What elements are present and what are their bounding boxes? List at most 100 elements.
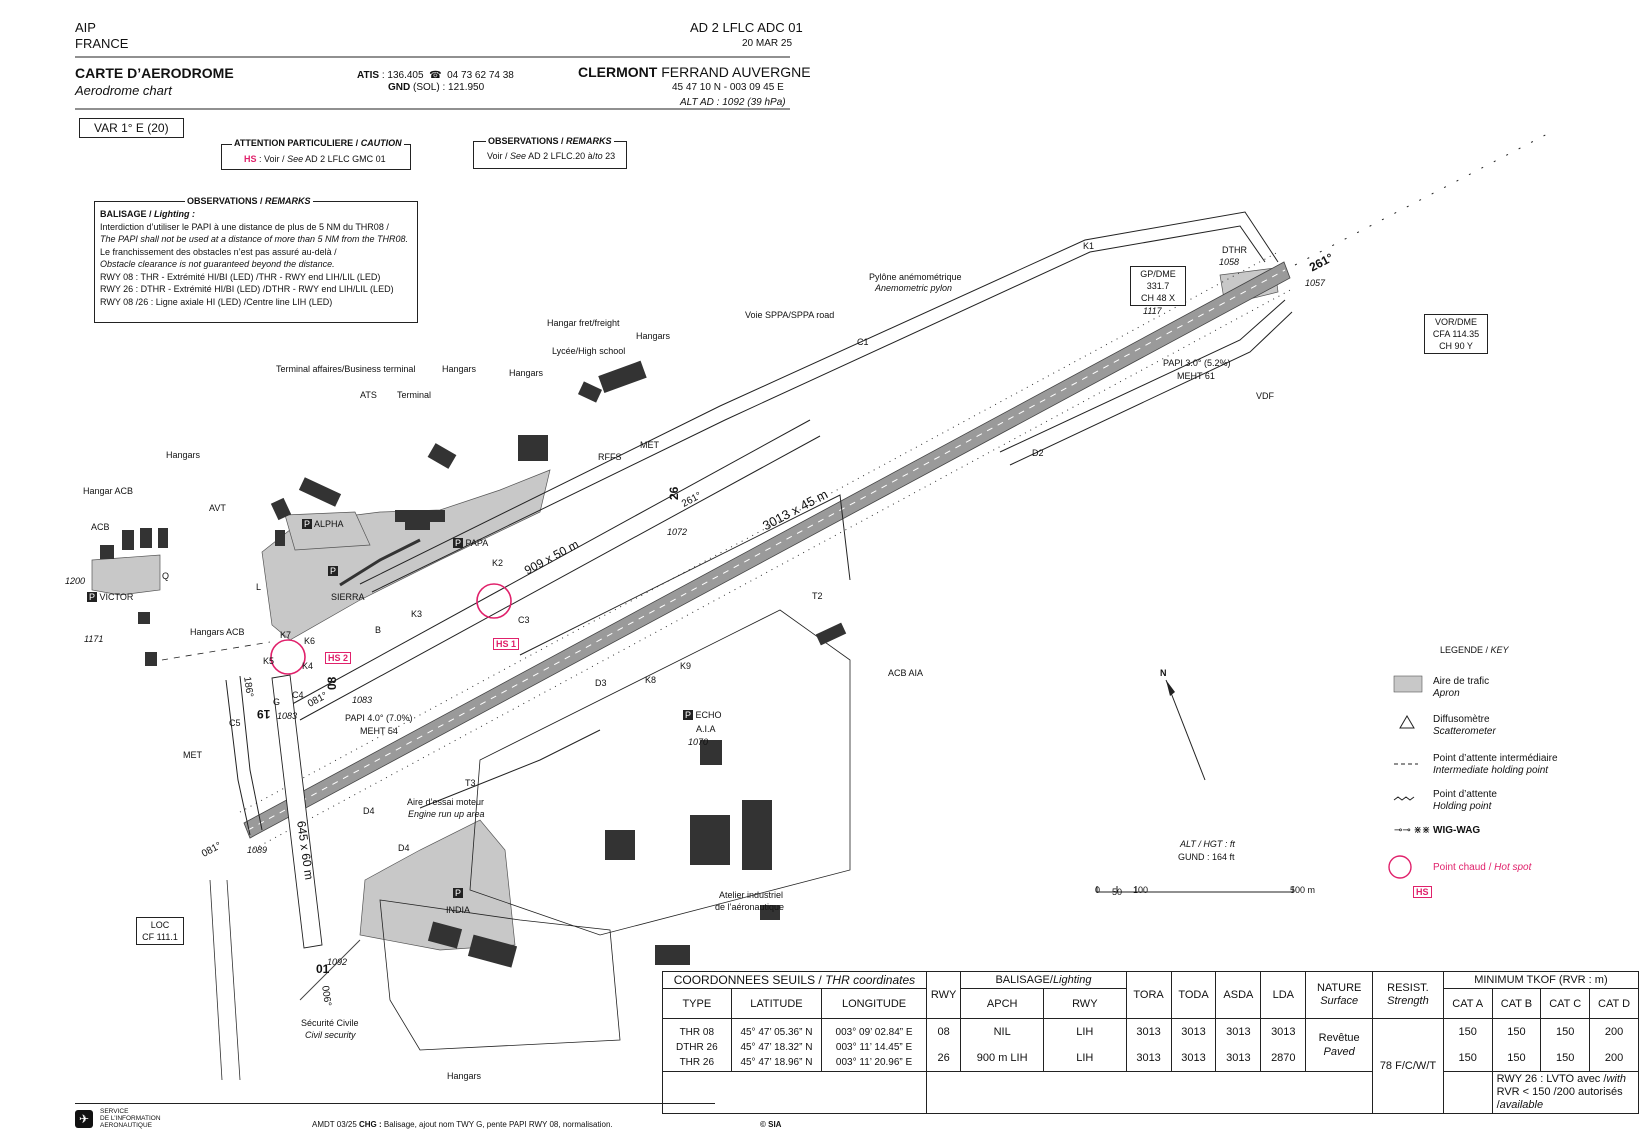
building xyxy=(122,530,134,550)
building xyxy=(598,360,647,393)
label-twy-l: L xyxy=(256,582,262,592)
atis-label: ATIS xyxy=(357,70,380,81)
th-rwy: RWY xyxy=(925,971,962,1019)
cell-rwyl: LIH xyxy=(1043,1018,1127,1045)
building xyxy=(298,477,342,507)
cell-cat-d: 200 xyxy=(1589,1018,1639,1045)
cell-cat-c: 150 xyxy=(1540,1018,1591,1045)
legend-fr: Point d’attente intermédiaire xyxy=(1433,753,1558,764)
building xyxy=(700,740,722,765)
label-k4: K4 xyxy=(302,661,314,671)
taxiway-t2 xyxy=(519,494,851,656)
taxiway-t3 xyxy=(419,729,601,809)
th-nature-en: Surface xyxy=(1320,995,1359,1007)
cell-nature: Revêtue Paved xyxy=(1305,1018,1374,1072)
chart-title-en: Aerodrome chart xyxy=(75,83,172,98)
cell-rwy: 26 xyxy=(925,1045,962,1072)
parking-icon: P xyxy=(453,538,464,548)
label-india: INDIA xyxy=(446,905,471,915)
cell-tora: 3013 xyxy=(1125,1045,1172,1072)
country-label: FRANCE xyxy=(75,36,129,51)
cell-thr-lats: 45° 47’ 05.36” N 45° 47’ 18.32” N 45° 47… xyxy=(730,1018,823,1072)
remarks-text-e: 23 xyxy=(605,151,616,161)
elev-1171: 1171 xyxy=(84,634,104,644)
th-nature: NATURE Surface xyxy=(1305,971,1374,1019)
echo-text: ECHO xyxy=(695,710,722,720)
elev-1057: 1057 xyxy=(1305,278,1326,288)
building xyxy=(467,934,518,968)
building xyxy=(138,612,150,624)
cell-thr-types: THR 08 DTHR 26 THR 26 xyxy=(662,1018,732,1072)
lighting-box-title-fr: OBSERVATIONS / xyxy=(187,196,263,206)
caution-hs: HS xyxy=(244,154,257,164)
vor-dme-box: VOR/DME CFA 114.35 CH 90 Y xyxy=(1424,314,1488,354)
building xyxy=(815,622,847,646)
th-toda: TODA xyxy=(1170,971,1217,1019)
label-papa: P PAPA xyxy=(453,538,488,548)
hotspot-hs2-circle xyxy=(270,639,306,675)
cell-cat-a: 150 xyxy=(1442,1045,1493,1072)
lighting-line: RWY 08 /26 : Ligne axiale HI (LED) /Cent… xyxy=(100,296,333,307)
perimeter-road xyxy=(359,211,1279,585)
chart-title-fr: CARTE D’AERODROME xyxy=(75,65,234,81)
cell-cat-b: 150 xyxy=(1491,1045,1542,1072)
chart-ref: AD 2 LFLC ADC 01 xyxy=(690,20,803,35)
legend-fr: Point d’attente xyxy=(1433,789,1497,800)
building xyxy=(655,945,690,965)
vor-dme-line: CFA 114.35 xyxy=(1432,329,1480,339)
lighting-box-title-en: REMARKS xyxy=(265,196,311,206)
building xyxy=(405,518,430,530)
building xyxy=(100,545,114,559)
nature-fr: Revêtue xyxy=(1318,1032,1360,1044)
elev-1092: 1092 xyxy=(327,957,348,967)
legend-item-scatterometer: Diffusomètre Scatterometer xyxy=(1433,714,1496,738)
caution-title-en: CAUTION xyxy=(360,138,402,148)
caution-text-c: AD 2 LFLC GMC 01 xyxy=(305,154,386,164)
label-t3: T3 xyxy=(465,778,476,788)
building xyxy=(690,815,730,865)
label-acb-aia: ACB AIA xyxy=(888,668,924,678)
label-rwy-19: 19 xyxy=(257,707,271,721)
alpha-text: ALPHA xyxy=(314,519,344,529)
label-echo: P ECHO xyxy=(683,710,722,720)
runway-01-19 xyxy=(271,674,323,949)
cell-rwy: 08 xyxy=(925,1018,962,1045)
parking-icon: P xyxy=(453,888,464,898)
label-atelier-2: de l’aéronautique xyxy=(715,902,785,912)
sia-name-line: DE L’INFORMATION xyxy=(100,1115,161,1122)
gund-note: GUND : 164 ft xyxy=(1178,852,1235,862)
legend-item-intermediate-holding: Point d’attente intermédiaire Intermedia… xyxy=(1433,753,1558,777)
cell-lda: 2870 xyxy=(1260,1045,1307,1072)
cell-cat-a: 150 xyxy=(1442,1018,1493,1045)
legend-scatterometer-icon xyxy=(1399,715,1415,729)
legend-en: Scatterometer xyxy=(1433,726,1496,737)
legend-apron-swatch xyxy=(1393,675,1423,693)
cell-cat-d: 200 xyxy=(1589,1045,1639,1072)
cell-asda: 3013 xyxy=(1215,1045,1262,1072)
atis-freq: : 136.405 xyxy=(381,70,424,81)
cell-spacer xyxy=(925,1071,1374,1114)
label-k1: K1 xyxy=(1083,241,1095,251)
label-ats: ATS xyxy=(360,390,377,400)
runway-centreline xyxy=(247,269,1286,831)
legend-item-hotspot: Point chaud / Hot spot xyxy=(1433,862,1531,874)
nature-en: Paved xyxy=(1323,1046,1355,1058)
thr-lon: 003° 09’ 02.84” E xyxy=(835,1027,913,1038)
remarks-text-b: See xyxy=(510,151,527,161)
caution-title-fr: ATTENTION PARTICULIERE / xyxy=(234,138,359,148)
building xyxy=(145,652,157,666)
elev-1117: 1117 xyxy=(1143,306,1162,316)
cell-lda: 3013 xyxy=(1260,1018,1307,1045)
building xyxy=(742,800,772,870)
gp-dme-line: GP/DME xyxy=(1140,269,1176,279)
runway-edge-lights-s xyxy=(253,287,1295,850)
lvto-line-1-en: with xyxy=(1606,1073,1626,1085)
label-meht26: MEHT 61 xyxy=(1177,371,1215,381)
th-resist-en: Strength xyxy=(1387,995,1429,1007)
caution-text-b: See xyxy=(287,154,304,164)
legend-item-apron: Aire de trafic Apron xyxy=(1433,676,1489,700)
lighting-line: Le franchissement des obstacles n’est pa… xyxy=(100,246,337,257)
cell-apch: NIL xyxy=(960,1018,1044,1045)
thr-lon: 003° 11’ 20.96” E xyxy=(835,1057,913,1068)
label-securite-en: Civil security xyxy=(305,1030,356,1040)
